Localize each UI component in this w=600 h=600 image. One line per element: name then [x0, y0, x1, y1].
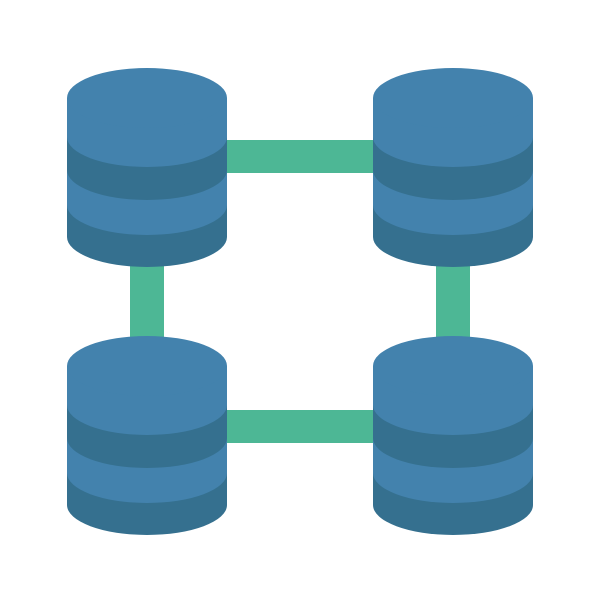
connector-bottom — [225, 410, 375, 443]
connector-left — [130, 262, 164, 338]
connector-right — [436, 262, 470, 338]
database-top-right — [373, 68, 533, 267]
connectors — [130, 140, 470, 443]
database-bottom-left — [67, 336, 227, 535]
database-bottom-right — [373, 336, 533, 535]
connector-top — [225, 140, 375, 173]
database-top-left — [67, 68, 227, 267]
